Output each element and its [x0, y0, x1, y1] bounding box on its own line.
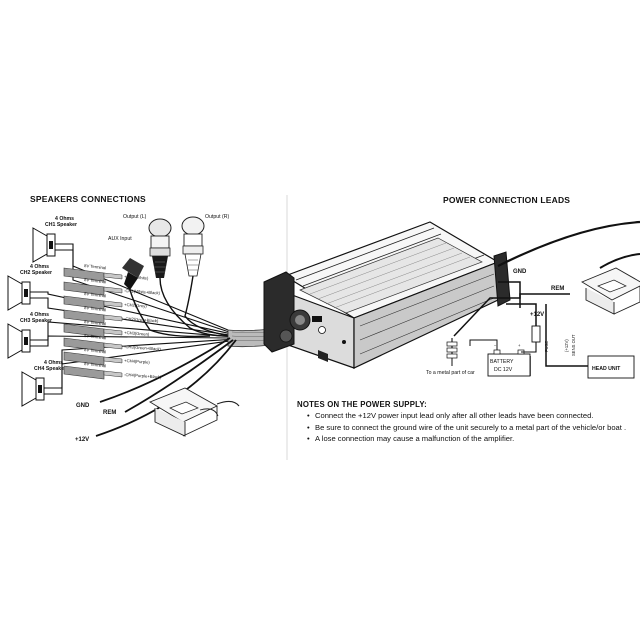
rca-jack-left: Output (L): [123, 214, 229, 337]
speakers-title: SPEAKERS CONNECTIONS: [30, 194, 146, 204]
sens-out-line2: SENS OUT: [571, 334, 576, 356]
terminal-label: 8V Terminal: [84, 333, 107, 340]
battery-label-line2: DC 12V: [494, 367, 513, 373]
notes-list: Connect the +12V power input lead only a…: [297, 410, 637, 445]
battery: − + BATTERY DC 12V: [487, 343, 531, 377]
harness-wire: [55, 249, 229, 333]
speaker-name-label: CH1 Speaker: [45, 222, 77, 228]
notes-item: Be sure to connect the ground wire of th…: [307, 422, 637, 434]
right-rem-label: REM: [551, 286, 564, 292]
terminal-crimp: 8V Terminal +CH3(Green): [63, 319, 150, 338]
fuse-holder-left: [148, 387, 240, 437]
terminal-crimp: 8V Terminal -CH4(Purple+Black): [63, 361, 162, 380]
terminal-crimp: 8V Terminal -CH2(Grey+Black): [63, 305, 159, 323]
terminal-label: 8V Terminal: [84, 291, 107, 298]
harness-wire: [44, 340, 229, 395]
power-wires: [453, 220, 640, 376]
speaker-ohms-label: 4 Ohms: [30, 312, 49, 318]
speaker-name-label: CH2 Speaker: [20, 270, 52, 276]
harness-wires: [30, 243, 229, 395]
ground-lug: [446, 338, 458, 366]
left-plus12-label: +12V: [75, 437, 89, 443]
aux-input-label: AUX Input: [108, 236, 132, 242]
wire-color-label: -CH3(Green+Black): [124, 344, 162, 352]
right-plus12-label: +12V: [530, 312, 544, 318]
left-gnd-label: GND: [76, 403, 90, 409]
wire-color-label: -CH1(White+Black): [124, 288, 161, 296]
battery-label-line1: BATTERY: [490, 359, 514, 365]
head-unit: HEAD UNIT: [587, 355, 635, 379]
wire-color-label: +CH4(Purple): [124, 358, 151, 365]
terminal-crimp: 8V Terminal +CH4(Purple): [63, 347, 151, 366]
terminal-label: 8V Terminal: [84, 277, 107, 284]
head-unit-label: HEAD UNIT: [592, 366, 621, 372]
speaker-ohms-label: 4 Ohms: [55, 216, 74, 222]
power-title: POWER CONNECTION LEADS: [443, 195, 570, 205]
harness-wire: [30, 335, 229, 347]
rca-jack-right: Output (R): [181, 214, 231, 337]
sens-out-line1: (+12V): [564, 339, 569, 352]
battery-plus: +: [518, 343, 521, 348]
speaker-ohms-label: 4 Ohms: [30, 264, 49, 270]
terminal-label: 8V Terminal: [84, 319, 107, 326]
inline-fuse: FUSE: [521, 325, 549, 353]
speaker-ohms-label: 4 Ohms: [44, 360, 63, 366]
wire-color-label: -CH2(Grey+Black): [124, 316, 159, 323]
terminal-label: 8V Terminal: [84, 361, 107, 368]
speaker-name-label: CH3 Speaker: [20, 318, 52, 324]
terminal-crimp: 8V Terminal -CH3(Green+Black): [63, 333, 162, 352]
output-left-label: Output (L): [123, 214, 147, 220]
terminal-label: 8V Terminal: [84, 347, 107, 354]
wire-color-label: -CH4(Purple+Black): [124, 372, 162, 380]
terminal-label: 8V Terminal: [84, 263, 107, 270]
harness-wire: [30, 297, 229, 336]
wire-color-label: +CH3(Green): [124, 330, 150, 337]
fuse-label: FUSE: [544, 341, 549, 352]
harness-wire: [30, 291, 229, 334]
terminal-label: 8V Terminal: [84, 305, 107, 312]
notes-item: A lose connection may cause a malfunctio…: [307, 433, 637, 445]
power-notes: NOTES ON THE POWER SUPPLY: Connect the +…: [297, 399, 637, 445]
notes-title: NOTES ON THE POWER SUPPLY:: [297, 400, 427, 409]
right-gnd-label: GND: [513, 269, 527, 275]
harness-wire: [30, 321, 229, 341]
terminal-crimp: 8V Terminal -CH1(White+Black): [63, 277, 161, 296]
terminal-group: 8V Terminal+CH1(White)8V Terminal-CH1(Wh…: [63, 263, 162, 380]
battery-minus: −: [494, 343, 497, 348]
amplifier: [263, 221, 511, 369]
rca-jack-aux: AUX Input: [108, 236, 211, 338]
notes-item: Connect the +12V power input lead only a…: [307, 410, 637, 422]
metal-part-label: To a metal part of car: [426, 370, 475, 376]
output-right-label: Output (R): [205, 214, 229, 220]
fuse-holder-right: [581, 253, 640, 315]
left-rem-label: REM: [103, 410, 116, 416]
speaker-name-label: CH4 Speaker: [34, 366, 66, 372]
